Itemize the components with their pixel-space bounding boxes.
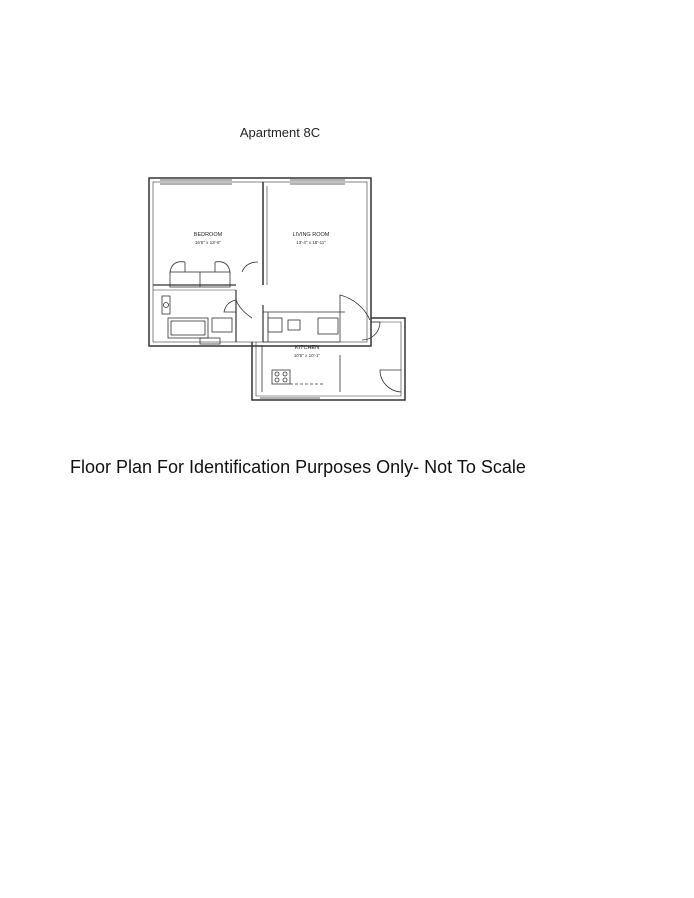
room-name: LIVING ROOM — [293, 232, 330, 238]
room-name: KITCHEN — [295, 345, 319, 351]
room-living-room: LIVING ROOM 13'-4" x 18'-11" — [293, 232, 330, 245]
kitchen-fixtures — [261, 312, 339, 392]
exterior-walls — [148, 177, 406, 401]
disclaimer-caption: Floor Plan For Identification Purposes O… — [70, 457, 526, 477]
door-swings — [235, 294, 402, 393]
bathroom-fixtures — [161, 295, 237, 345]
room-kitchen: KITCHEN 10'6" x 10'-1" — [294, 345, 321, 358]
room-dimensions: 10'6" x 10'-1" — [294, 353, 321, 358]
bedroom-closets — [169, 261, 259, 288]
interior-walls — [153, 182, 345, 343]
page-title: Apartment 8C — [239, 125, 321, 140]
windows — [160, 179, 345, 399]
room-dimensions: 16'6" x 13'-6" — [195, 240, 222, 245]
room-dimensions: 13'-4" x 18'-11" — [296, 240, 326, 245]
room-name: BEDROOM — [194, 232, 223, 238]
room-bedroom: BEDROOM 16'6" x 13'-6" — [194, 232, 223, 245]
